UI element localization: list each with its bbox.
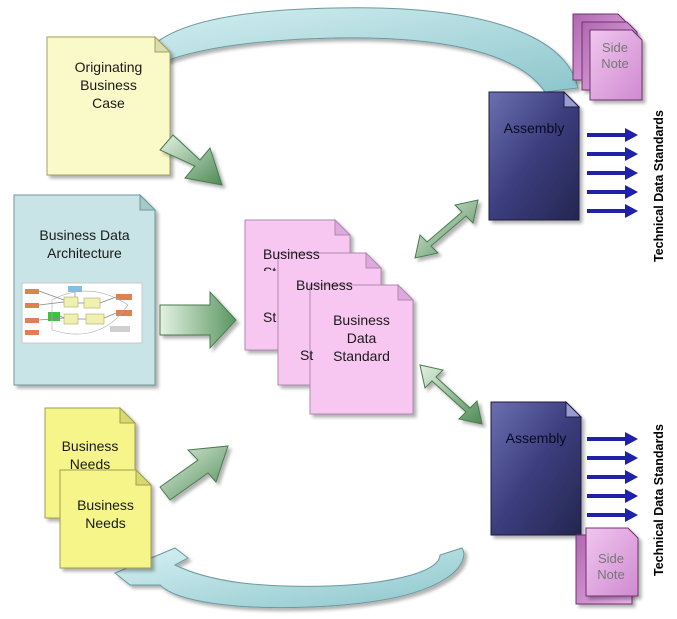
label-side-note-top: Side Note (601, 40, 629, 71)
label-business-needs-back: Business Needs (61, 438, 119, 472)
green-arrow-from-architecture (159, 290, 237, 350)
label-standard-back-2-suffix: St (300, 347, 314, 363)
assembly-top (488, 91, 580, 221)
curved-arrow-top (109, 7, 579, 93)
doc-standard-front (309, 284, 414, 415)
label-technical-data-standards-top: Technical Data Standards (652, 110, 666, 262)
label-standard-back-1: Business St (263, 246, 320, 271)
label-side-note-bottom: Side Note (597, 551, 625, 582)
double-arrow-bottom (419, 364, 483, 425)
doc-originating-business-case (46, 36, 171, 176)
label-assembly-bottom: Assembly (505, 430, 567, 446)
doc-business-needs-front (59, 469, 152, 569)
green-arrow-from-case (159, 134, 223, 186)
side-note-top (589, 29, 643, 101)
label-business-data-architecture: Business Data Architecture (39, 227, 130, 261)
label-standard-back-1-suffix: St (263, 309, 277, 325)
label-business-needs-front: Business Needs (77, 497, 134, 531)
label-technical-data-standards-bottom: Technical Data Standards (652, 424, 666, 576)
label-standard-back-2: Business St (296, 277, 353, 298)
blue-arrows-top (587, 128, 638, 218)
label-originating-business-case: Originating Business Case (74, 59, 143, 111)
double-arrow-top (414, 199, 479, 259)
label-business-data-standard: Business Data Standard (333, 312, 390, 364)
label-assembly-top: Assembly (503, 120, 565, 136)
green-arrow-from-needs (159, 445, 229, 501)
side-note-bottom (585, 527, 639, 597)
architecture-thumbnail (21, 282, 143, 344)
blue-arrows-bottom (587, 432, 638, 522)
assembly-bottom (490, 401, 582, 536)
curved-arrow-bottom (114, 547, 465, 609)
